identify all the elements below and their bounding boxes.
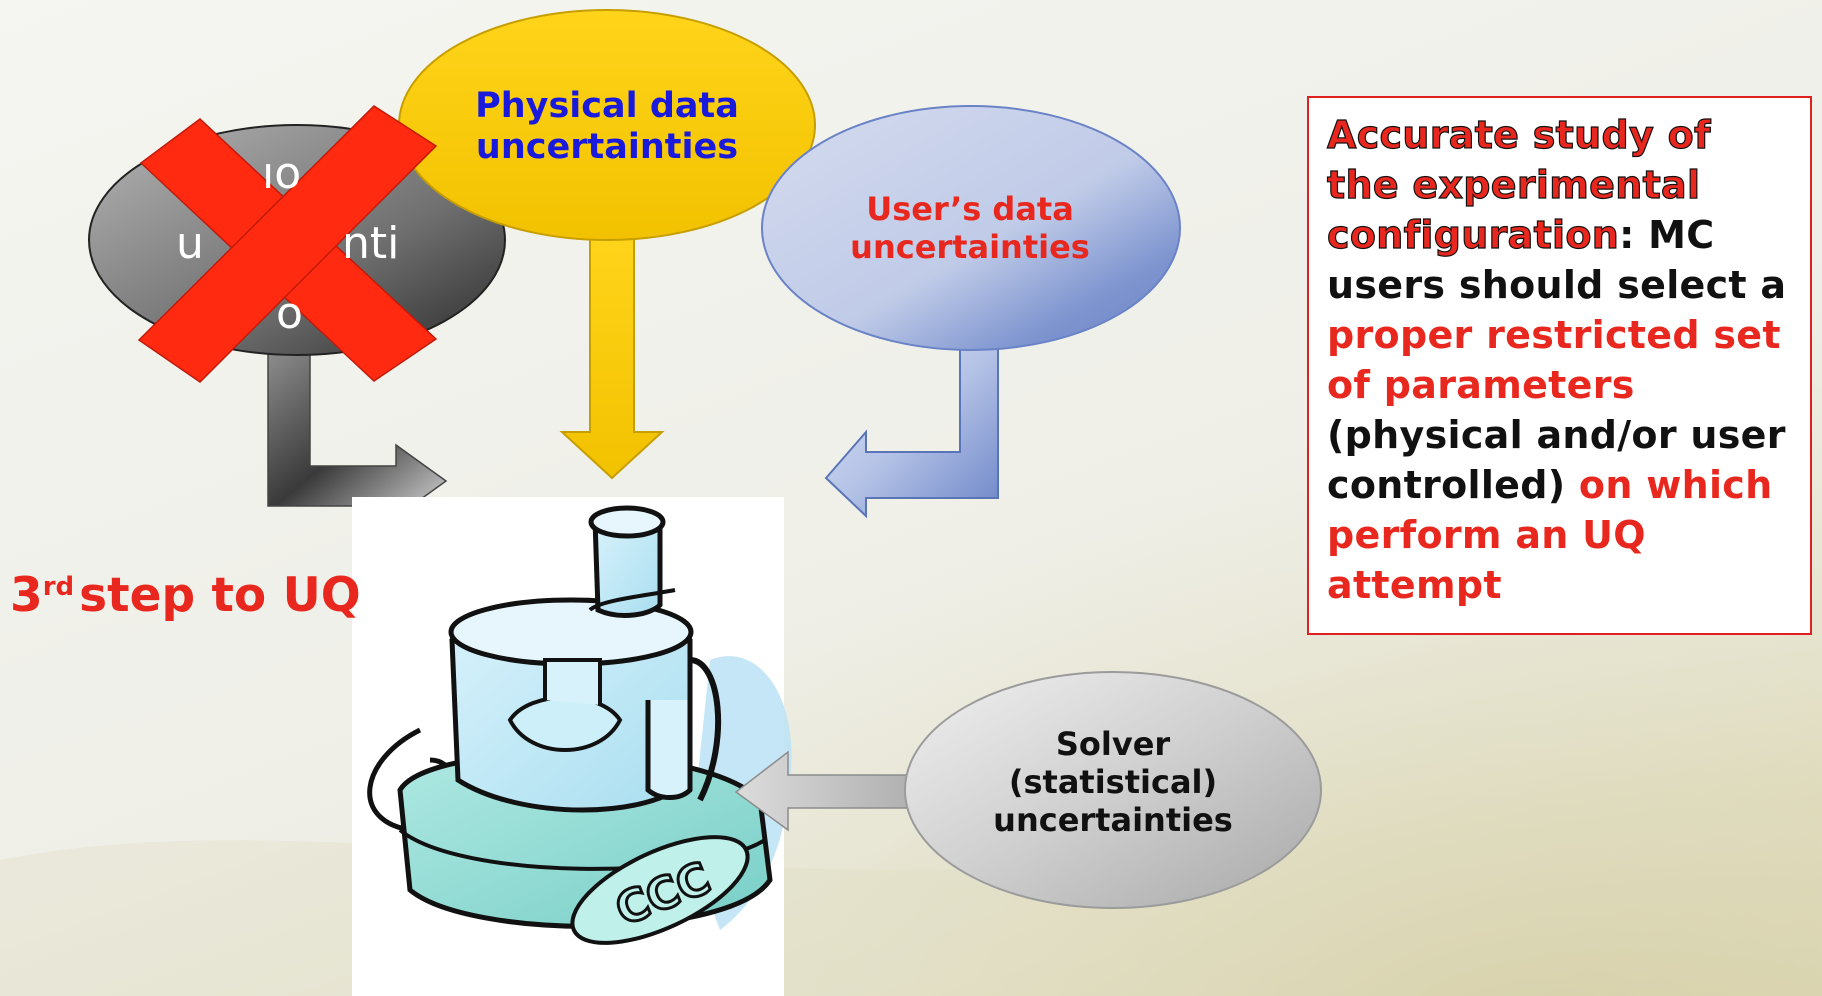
- info-text: (physical and/or user controlled): [1327, 413, 1786, 507]
- info-highlight: Accurate study of the experimental confi…: [1326, 112, 1711, 257]
- solver-bubble: [904, 671, 1322, 909]
- physical-data-label: Physical data uncertainties: [475, 86, 739, 168]
- cross-mark-icon: [137, 105, 438, 383]
- users-data-label: User’s data uncertainties: [850, 190, 1090, 266]
- crossed-bubble-fragment: u: [176, 218, 204, 269]
- crossed-bubble-fragment: nti: [342, 218, 400, 269]
- food-processor-illustration: CCC: [352, 497, 792, 996]
- info-box: Accurate study of the experimental confi…: [1307, 96, 1812, 635]
- users-arrow: [824, 344, 999, 519]
- physical-arrow: [559, 234, 665, 480]
- info-text: : MC users should select a: [1327, 213, 1787, 307]
- crossed-arrow: [240, 349, 448, 519]
- users-data-bubble: [761, 105, 1181, 351]
- info-red-text: proper restricted set of parameters: [1327, 313, 1781, 407]
- info-red-text: on which perform an UQ attempt: [1327, 463, 1773, 607]
- crossed-bubble-fragment: o: [276, 288, 303, 339]
- crossed-bubble-fragment: ıo: [262, 148, 302, 199]
- solver-label: Solver (statistical) uncertainties: [993, 725, 1233, 839]
